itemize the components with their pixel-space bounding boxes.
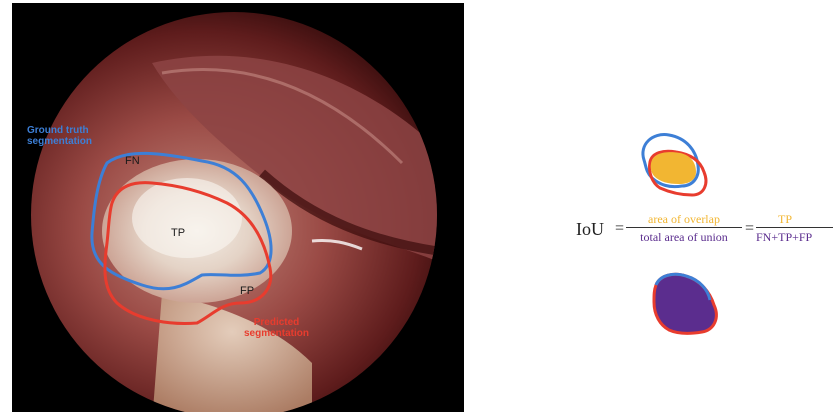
iou-diagrams [464, 0, 833, 417]
fp-region-label: FP [240, 285, 254, 297]
numerator-overlap: area of overlap [626, 212, 742, 226]
numerator-tp: TP [756, 212, 833, 226]
tp-region-label: TP [171, 227, 185, 239]
equals-sign-2: = [745, 220, 754, 238]
endoscopy-image: Ground truth segmentation Predicted segm… [12, 3, 464, 412]
union-diagram [654, 274, 716, 333]
fraction-areas: area of overlap total area of union [626, 212, 742, 244]
fraction-bar-1 [626, 227, 742, 228]
fraction-bar-2 [756, 227, 833, 228]
ground-truth-label: Ground truth segmentation [27, 125, 92, 147]
fn-region-label: FN [125, 155, 140, 167]
denominator-union: total area of union [626, 230, 742, 244]
denominator-fn-tp-fp: FN+TP+FP [756, 230, 833, 244]
iou-panel: IoU = area of overlap total area of unio… [464, 0, 833, 417]
predicted-label: Predicted segmentation [244, 317, 309, 339]
fraction-counts: TP FN+TP+FP [756, 212, 833, 244]
equals-sign-1: = [615, 220, 624, 238]
overlap-diagram [643, 135, 706, 195]
endoscopy-illustration [12, 3, 464, 412]
iou-term: IoU [576, 219, 604, 240]
